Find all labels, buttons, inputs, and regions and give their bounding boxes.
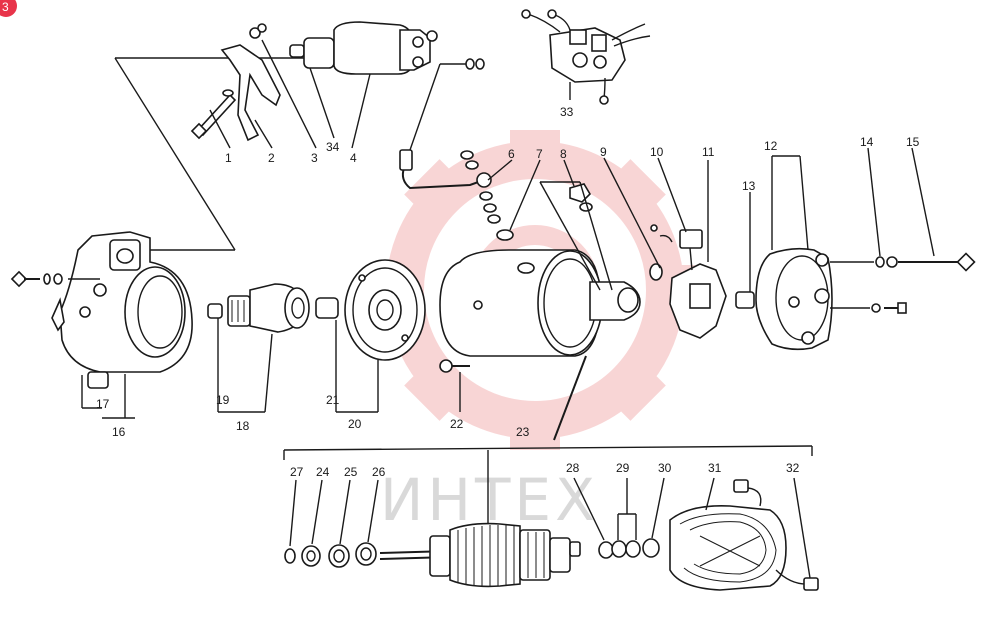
callout-18: 18 (236, 419, 250, 433)
callout-27: 27 (290, 465, 304, 479)
callout-30: 30 (658, 461, 672, 475)
callout-7: 7 (536, 147, 543, 161)
callout-26: 26 (372, 465, 386, 479)
callout-34: 34 (326, 140, 340, 154)
svg-text:3: 3 (2, 0, 9, 14)
callout-4: 4 (350, 151, 357, 165)
callout-labels: 1 2 3 34 4 33 6 7 8 9 10 11 12 13 14 15 … (96, 105, 920, 479)
armature-group (283, 445, 819, 591)
drive-end-housing (10, 231, 193, 419)
callout-8: 8 (560, 147, 567, 161)
callout-32: 32 (786, 461, 800, 475)
callout-16: 16 (112, 425, 126, 439)
commutator-end-cover (735, 155, 976, 351)
intermediate-bearing (315, 259, 426, 413)
yoke-frame (439, 181, 641, 441)
brush-holder-plate (649, 160, 727, 339)
corner-badge: 3 (0, 0, 17, 17)
callout-12: 12 (764, 139, 778, 153)
callout-3: 3 (311, 151, 318, 165)
callout-31: 31 (708, 461, 722, 475)
callout-2: 2 (268, 151, 275, 165)
callout-21: 21 (326, 393, 340, 407)
callout-20: 20 (348, 417, 362, 431)
callout-17: 17 (96, 397, 110, 411)
solenoid-switch (289, 21, 485, 151)
callout-10: 10 (650, 145, 664, 159)
callout-15: 15 (906, 135, 920, 149)
pinion-drive (207, 283, 310, 413)
callout-28: 28 (566, 461, 580, 475)
leader-lines (209, 39, 935, 547)
callout-29: 29 (616, 461, 630, 475)
callout-23: 23 (516, 425, 530, 439)
callout-19: 19 (216, 393, 230, 407)
callout-22: 22 (450, 417, 464, 431)
callout-25: 25 (344, 465, 358, 479)
callout-1: 1 (225, 151, 232, 165)
callout-33: 33 (560, 105, 574, 119)
callout-14: 14 (860, 135, 874, 149)
callout-24: 24 (316, 465, 330, 479)
callout-6: 6 (508, 147, 515, 161)
solenoid-with-wires (521, 9, 651, 105)
callout-9: 9 (600, 145, 607, 159)
callout-11: 11 (702, 145, 715, 159)
callout-13: 13 (742, 179, 756, 193)
fork-lever-assembly (114, 23, 310, 251)
cable-lead (399, 149, 514, 241)
